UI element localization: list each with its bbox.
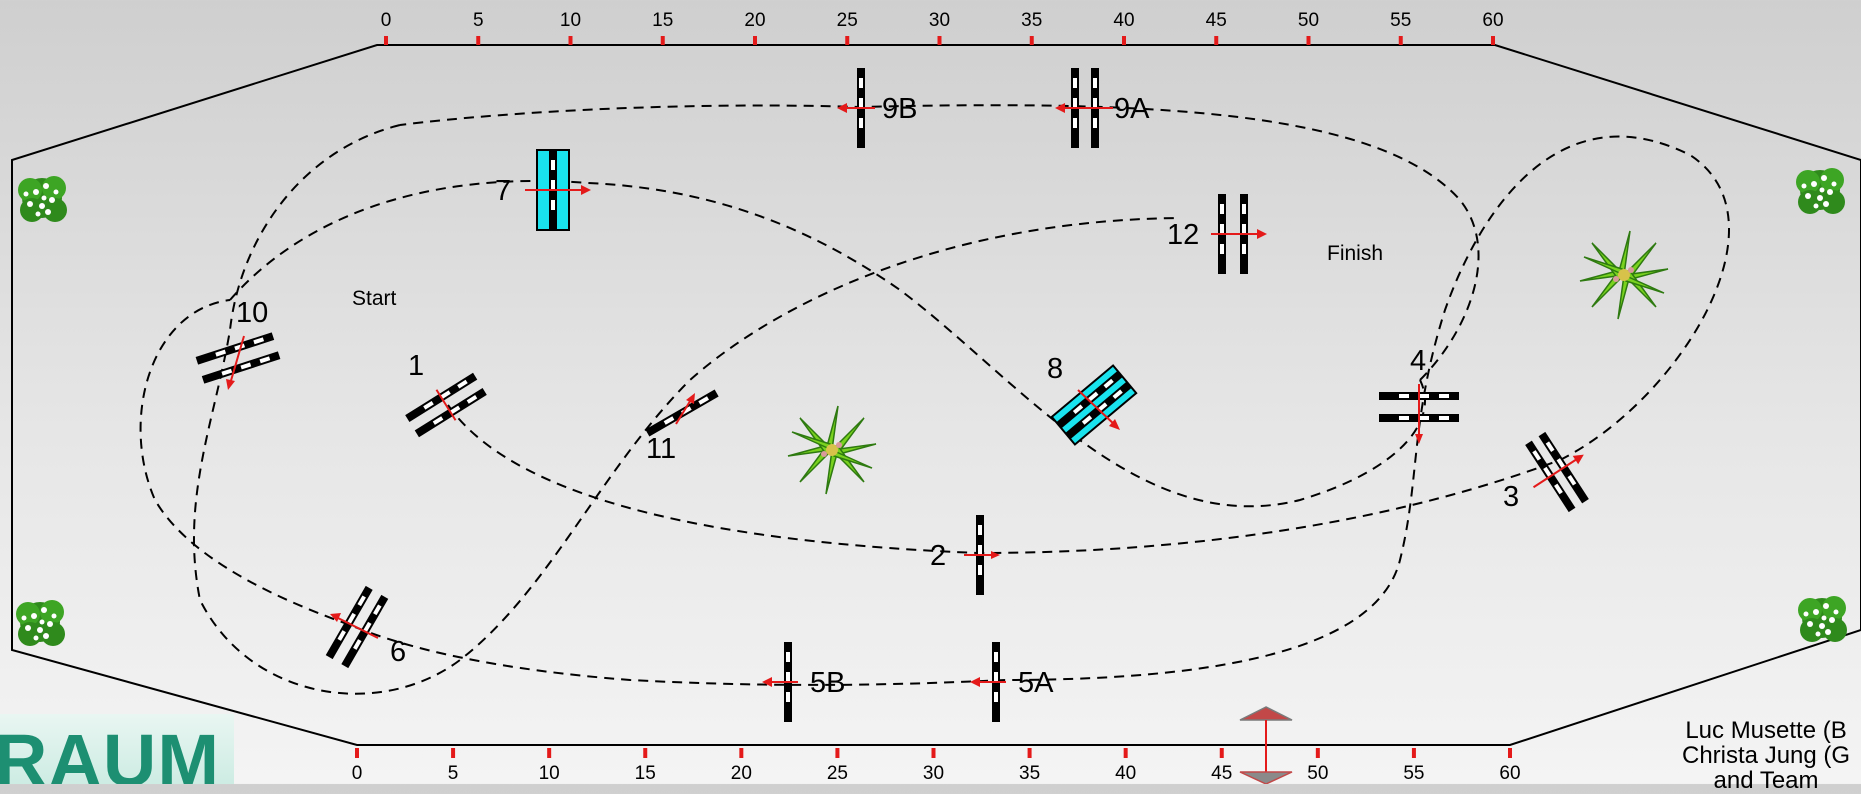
bottom-ruler-tick-label: 20: [731, 763, 752, 784]
obstacle-label-6: 6: [390, 636, 406, 668]
obstacle-label-4: 4: [1410, 345, 1426, 377]
top-ruler-tick-label: 5: [473, 10, 484, 31]
obstacle-7: [525, 149, 591, 231]
obstacle-label-5b: 5B: [810, 667, 845, 699]
finish-label: Finish: [1327, 242, 1383, 265]
obstacle-label-2: 2: [930, 540, 946, 572]
bottom-ruler-tick-label: 5: [448, 763, 459, 784]
palm-plant-icon: [787, 405, 877, 495]
top-ruler-tick-label: 30: [929, 10, 950, 31]
palm-plant-icon: [1579, 230, 1669, 320]
bottom-distance-ruler: 0 5 10 15 20 25 30 35 40 45 50 55 60: [352, 748, 1521, 784]
tree-icon: [16, 600, 65, 646]
brand-logo-text: RAUM: [0, 719, 220, 785]
start-label: Start: [352, 287, 397, 310]
top-ruler-tick-label: 40: [1113, 10, 1134, 31]
obstacle-label-9b: 9B: [882, 93, 917, 125]
top-ruler-tick-label: 10: [560, 10, 581, 31]
bottom-ruler-tick-label: 55: [1403, 763, 1424, 784]
obstacle-label-11: 11: [646, 433, 676, 465]
bottom-ruler-tick-label: 40: [1115, 763, 1136, 784]
credits-line-1: Luc Musette (B: [1685, 717, 1847, 744]
bottom-ruler-tick-label: 35: [1019, 763, 1040, 784]
obstacle-1: [405, 372, 487, 438]
credits-line-3: and Team: [1713, 767, 1819, 794]
bottom-ruler-tick-label: 45: [1211, 763, 1232, 784]
obstacle-5b: [762, 642, 798, 722]
top-ruler-tick-label: 55: [1390, 10, 1411, 31]
obstacle-label-7: 7: [495, 175, 511, 207]
top-ruler-tick-label: 50: [1298, 10, 1319, 31]
obstacle-3: [1525, 431, 1589, 513]
bottom-ruler-tick-label: 25: [827, 763, 848, 784]
tree-icon: [1796, 168, 1845, 214]
obstacle-label-5a: 5A: [1018, 667, 1054, 699]
obstacle-9b: [837, 68, 875, 148]
tree-icon: [1798, 596, 1847, 642]
top-ruler-tick-label: 45: [1206, 10, 1227, 31]
credits-line-2: Christa Jung (G: [1682, 742, 1851, 769]
top-ruler-tick-label: 20: [744, 10, 765, 31]
obstacle-label-10: 10: [236, 297, 268, 329]
top-distance-ruler: 0 5 10 15 20 25 30 35 40 45 50 55 60: [381, 10, 1504, 45]
obstacle-label-9a: 9A: [1114, 93, 1150, 125]
bottom-ruler-tick-label: 50: [1307, 763, 1328, 784]
bottom-ruler-tick-label: 15: [635, 763, 656, 784]
obstacle-label-12: 12: [1167, 219, 1199, 251]
bottom-ruler-tick-label: 30: [923, 763, 944, 784]
obstacle-label-3: 3: [1503, 481, 1519, 513]
obstacle-label-1: 1: [408, 350, 424, 382]
brand-logo: RAUM: [0, 714, 234, 784]
tree-icon: [18, 176, 67, 222]
top-ruler-tick-label: 15: [652, 10, 673, 31]
credits-block: Luc Musette (B Christa Jung (G and Team: [1682, 718, 1850, 793]
top-ruler-tick-label: 25: [837, 10, 858, 31]
bottom-ruler-tick-label: 10: [539, 763, 560, 784]
obstacle-12: [1211, 194, 1267, 274]
entrance-gate-icon: [1239, 706, 1293, 784]
obstacle-2: [964, 515, 1000, 595]
top-ruler-tick-label: 35: [1021, 10, 1042, 31]
obstacle-5a: [970, 642, 1006, 722]
top-ruler-tick-label: 0: [381, 10, 392, 31]
bottom-ruler-tick-label: 0: [352, 763, 363, 784]
top-ruler-tick-label: 60: [1482, 10, 1503, 31]
bottom-ruler-tick-label: 60: [1499, 763, 1520, 784]
arena-boundary: [11, 44, 1861, 746]
obstacle-label-8: 8: [1047, 353, 1063, 385]
obstacle-9a: [1055, 68, 1113, 148]
